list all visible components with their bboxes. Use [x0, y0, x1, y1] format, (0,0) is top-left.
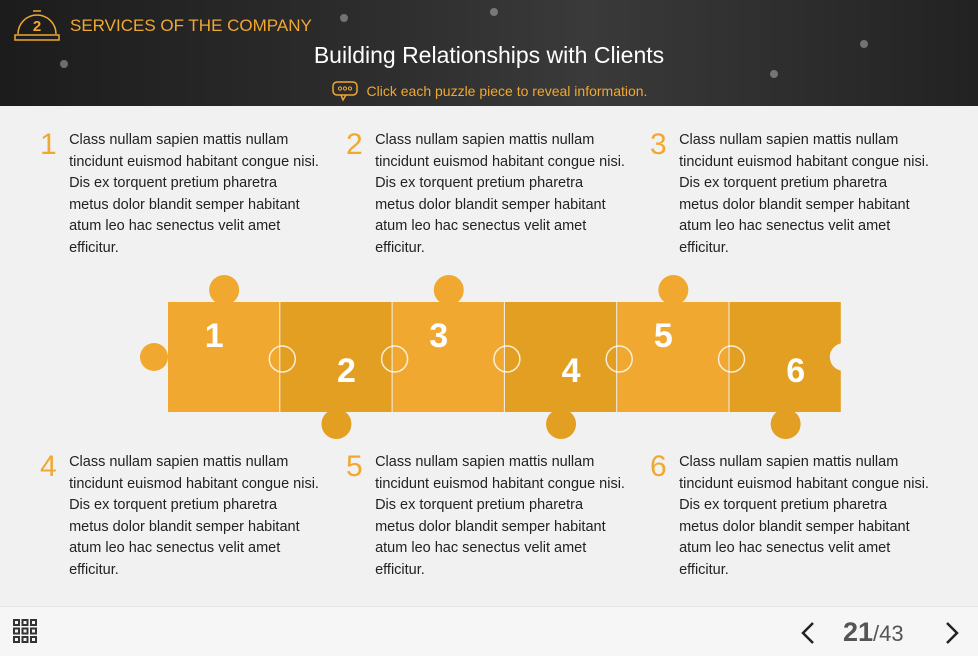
item-number: 5	[346, 450, 363, 483]
page-counter: 21/43	[843, 617, 904, 648]
puzzle-piece-label: 1	[205, 317, 224, 355]
footer-bar: 21/43	[0, 606, 978, 656]
next-page-button[interactable]	[944, 621, 960, 645]
instruction: Click each puzzle piece to reveal inform…	[0, 80, 978, 102]
info-item-3: 3 Class nullam sapien mattis nullam tinci…	[650, 130, 930, 260]
puzzle-piece-label: 4	[562, 352, 581, 390]
item-number: 6	[650, 450, 667, 483]
section-indicator: 2 SERVICES OF THE COMPANY	[12, 8, 312, 44]
info-item-2: 2 Class nullam sapien mattis nullam tinci…	[346, 130, 626, 260]
speech-bubble-icon	[331, 81, 358, 102]
item-number: 1	[40, 128, 57, 161]
item-text: Class nullam sapien mattis nullam tincid…	[679, 454, 929, 578]
page-title: Building Relationships with Clients	[313, 42, 665, 68]
puzzle-piece-1[interactable]: 1	[140, 275, 280, 412]
puzzle-piece-4[interactable]: 4	[493, 302, 617, 439]
previous-page-button[interactable]	[800, 621, 816, 645]
section-number: 2	[33, 18, 41, 35]
service-bell-icon: 2	[14, 10, 60, 41]
header-banner: 2 SERVICES OF THE COMPANY Building Relat…	[0, 0, 978, 106]
total-pages: /43	[873, 621, 904, 646]
puzzle-piece-2[interactable]: 2	[268, 302, 392, 439]
puzzle-piece-3[interactable]: 3	[380, 275, 504, 412]
puzzle-piece-5[interactable]: 5	[605, 275, 729, 412]
item-text: Class nullam sapien mattis nullam tincid…	[375, 132, 625, 256]
puzzle-piece-label: 6	[786, 352, 805, 390]
menu-grid-icon[interactable]	[13, 619, 37, 643]
item-text: Class nullam sapien mattis nullam tincid…	[69, 454, 319, 578]
info-item-6: 6 Class nullam sapien mattis nullam tinci…	[650, 452, 930, 582]
puzzle-piece-label: 5	[654, 317, 673, 355]
instruction-text: Click each puzzle piece to reveal inform…	[366, 83, 648, 99]
puzzle-piece-label: 2	[337, 352, 356, 390]
item-text: Class nullam sapien mattis nullam tincid…	[69, 132, 319, 256]
info-item-4: 4 Class nullam sapien mattis nullam tinci…	[40, 452, 320, 582]
info-item-1: 1 Class nullam sapien mattis nullam tinci…	[40, 130, 320, 260]
item-text: Class nullam sapien mattis nullam tincid…	[679, 132, 929, 256]
puzzle-piece-6[interactable]: 6	[717, 302, 858, 439]
item-number: 4	[40, 450, 57, 483]
item-number: 3	[650, 128, 667, 161]
info-item-5: 5 Class nullam sapien mattis nullam tinci…	[346, 452, 626, 582]
current-page: 21	[843, 617, 874, 647]
item-number: 2	[346, 128, 363, 161]
puzzle-piece-label: 3	[429, 317, 448, 355]
item-text: Class nullam sapien mattis nullam tincid…	[375, 454, 625, 578]
section-label: SERVICES OF THE COMPANY	[70, 16, 312, 35]
